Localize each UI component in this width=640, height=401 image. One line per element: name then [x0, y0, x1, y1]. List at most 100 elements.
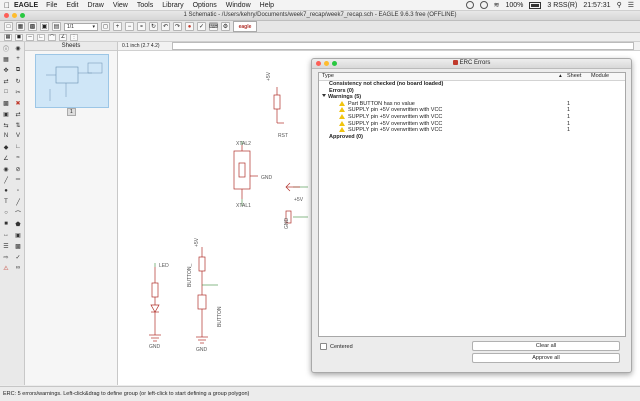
- erc-row[interactable]: Errors (0): [319, 88, 625, 95]
- menu-file[interactable]: File: [46, 1, 58, 9]
- dimension-icon[interactable]: ↔: [3, 232, 9, 238]
- bend-icon[interactable]: ∟: [37, 33, 45, 41]
- ulp-icon[interactable]: ⚙: [221, 22, 230, 31]
- undo-icon[interactable]: ↶: [161, 22, 170, 31]
- go-icon[interactable]: ✓: [197, 22, 206, 31]
- zoom-in-icon[interactable]: +: [113, 22, 122, 31]
- invoke-icon[interactable]: ◉: [3, 166, 9, 173]
- redo-icon[interactable]: ↷: [173, 22, 182, 31]
- attribute-icon[interactable]: ☰: [3, 243, 9, 250]
- paste-icon[interactable]: ▩: [3, 100, 9, 107]
- pin-swap-icon[interactable]: ⇅: [15, 122, 21, 129]
- junction-icon[interactable]: ●: [4, 188, 8, 194]
- menu-window[interactable]: Window: [225, 1, 251, 9]
- clock[interactable]: 21:57:31: [583, 1, 611, 9]
- erc-minimize-button[interactable]: [324, 61, 329, 66]
- menu-tools[interactable]: Tools: [136, 1, 154, 9]
- script-icon[interactable]: ⌨: [209, 22, 218, 31]
- rect-icon[interactable]: ■: [4, 221, 8, 227]
- arc-tool-icon[interactable]: ⌒: [14, 211, 21, 218]
- redraw-icon[interactable]: ↻: [149, 22, 158, 31]
- app-menu[interactable]: EAGLE: [14, 1, 39, 9]
- clear-all-button[interactable]: Clear all: [472, 341, 620, 351]
- zoom-select-icon[interactable]: ⚬: [137, 22, 146, 31]
- close-window-button[interactable]: [4, 13, 9, 18]
- cam-icon[interactable]: ▣: [40, 22, 49, 31]
- menu-help[interactable]: Help: [259, 1, 275, 9]
- slice-icon[interactable]: ⊘: [15, 166, 21, 173]
- cut-icon[interactable]: ✂: [15, 89, 21, 96]
- print-icon[interactable]: ▩: [28, 22, 37, 31]
- display-icon[interactable]: ▦: [3, 56, 9, 63]
- arc-icon[interactable]: ⌒: [48, 33, 56, 41]
- apple-icon[interactable]: : [0, 1, 14, 10]
- polygon-icon[interactable]: ⬟: [15, 221, 21, 228]
- move-icon[interactable]: ✥: [3, 67, 9, 74]
- erc-row[interactable]: Warnings (5): [319, 94, 625, 101]
- menu-view[interactable]: View: [112, 1, 128, 9]
- erc-close-button[interactable]: [316, 61, 321, 66]
- erc-row[interactable]: Consistency not checked (no board loaded…: [319, 81, 625, 88]
- show-icon[interactable]: ◉: [15, 45, 21, 52]
- sheet-thumbnail[interactable]: [35, 54, 109, 108]
- column-module[interactable]: Module: [591, 73, 610, 79]
- bus-icon[interactable]: ═: [15, 177, 21, 183]
- style-icon[interactable]: ⋮: [70, 33, 78, 41]
- menu-draw[interactable]: Draw: [87, 1, 104, 9]
- input-method-label[interactable]: 3 RSS(R): [547, 1, 578, 9]
- frame-icon[interactable]: ▣: [15, 232, 21, 239]
- command-input[interactable]: [172, 42, 634, 50]
- menu-edit[interactable]: Edit: [66, 1, 79, 9]
- zoom-out-icon[interactable]: −: [125, 22, 134, 31]
- open-icon[interactable]: □: [4, 22, 13, 31]
- erc-icon[interactable]: ✓: [15, 254, 21, 261]
- zoom-fit-icon[interactable]: ◻: [101, 22, 110, 31]
- label-icon[interactable]: ▫: [16, 188, 20, 194]
- grid-icon[interactable]: ▦: [4, 33, 12, 41]
- wire-icon[interactable]: ╱: [16, 199, 20, 206]
- text-icon[interactable]: T: [4, 199, 8, 205]
- menu-options[interactable]: Options: [192, 1, 217, 9]
- delete-icon[interactable]: ✖: [15, 100, 21, 107]
- smash-icon[interactable]: ◆: [3, 144, 9, 151]
- status-icon[interactable]: [465, 1, 474, 9]
- split-icon[interactable]: ∟: [15, 144, 21, 150]
- minimize-window-button[interactable]: [12, 13, 17, 18]
- design-link-icon[interactable]: ∞: [15, 265, 21, 271]
- mark-icon[interactable]: +: [16, 56, 20, 62]
- erc-tree-list[interactable]: Type ▴ Sheet Module Consistency not chec…: [318, 72, 626, 337]
- errors-icon[interactable]: ⚠: [3, 265, 9, 272]
- wire-style-icon[interactable]: ─: [26, 33, 34, 41]
- stop-icon[interactable]: ●: [185, 22, 194, 31]
- menu-library[interactable]: Library: [162, 1, 184, 9]
- modules-icon[interactable]: ▩: [15, 243, 21, 250]
- eagle-logo[interactable]: eagle: [233, 21, 257, 32]
- disclosure-triangle-icon[interactable]: [322, 94, 326, 98]
- erc-row[interactable]: Approved (0): [319, 134, 625, 141]
- search-icon[interactable]: ⚲: [616, 2, 622, 9]
- miter-icon[interactable]: ∠: [59, 33, 67, 41]
- port-icon[interactable]: ⇨: [3, 254, 9, 261]
- replace-icon[interactable]: ⇄: [15, 111, 21, 118]
- name-icon[interactable]: N: [3, 133, 9, 139]
- erc-zoom-button[interactable]: [332, 61, 337, 66]
- rotate-icon[interactable]: ↻: [15, 78, 21, 85]
- timer-icon[interactable]: [479, 1, 488, 9]
- optimize-icon[interactable]: ≈: [16, 155, 20, 161]
- miter-tool-icon[interactable]: ∠: [3, 155, 9, 162]
- circle-icon[interactable]: ○: [4, 210, 8, 216]
- save-icon[interactable]: ▦: [16, 22, 25, 31]
- info-icon[interactable]: ⓘ: [2, 46, 9, 53]
- mirror-icon[interactable]: ⇄: [3, 78, 9, 85]
- copy-icon[interactable]: ⧉: [15, 66, 21, 73]
- menu-list-icon[interactable]: ☰: [627, 2, 634, 9]
- approve-all-button[interactable]: Approve all: [472, 353, 620, 363]
- column-sheet[interactable]: Sheet: [567, 73, 582, 79]
- group-icon[interactable]: □: [4, 89, 8, 95]
- gate-swap-icon[interactable]: ⇆: [3, 122, 9, 129]
